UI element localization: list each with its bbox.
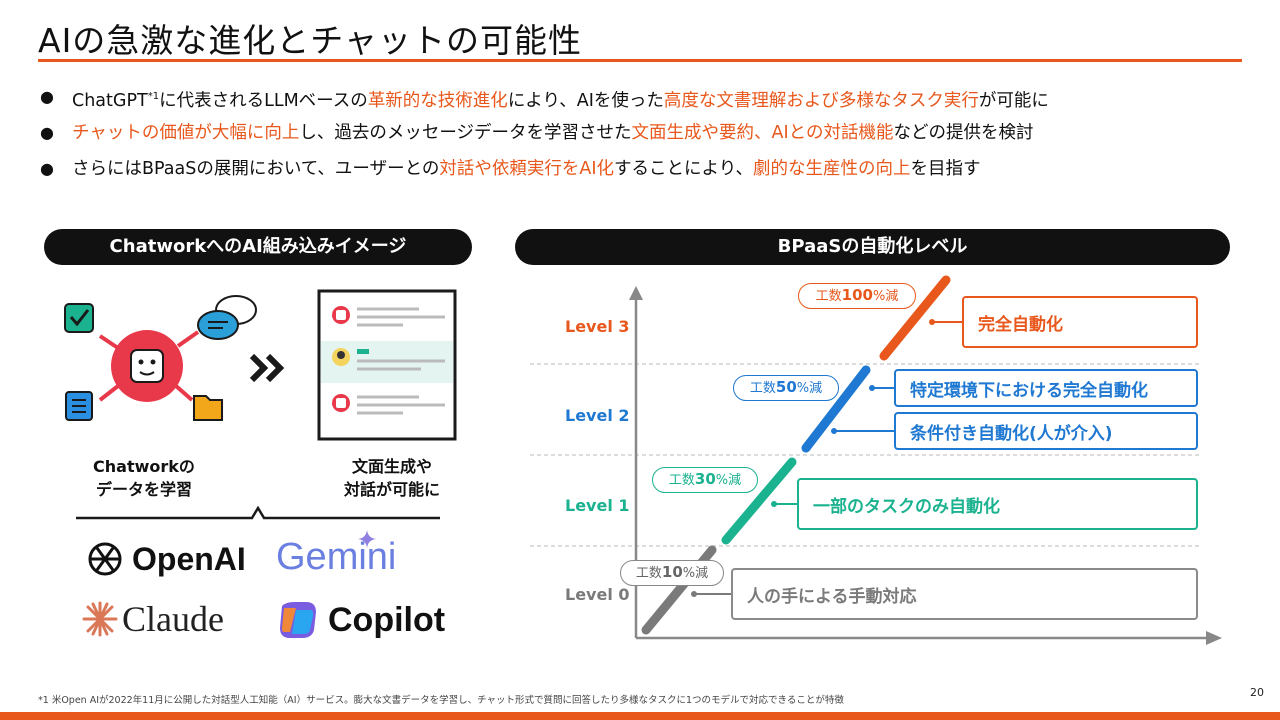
caption-generate: 文面生成や 対話が可能に xyxy=(322,455,462,501)
bullet-segment: を目指す xyxy=(910,159,981,179)
bullet-segment: さらにはBPaaSの展開において、ユーザーとの xyxy=(72,159,440,179)
caption-line: データを学習 xyxy=(95,480,192,499)
ai-integration-header: ChatworkへのAI組み込みイメージ xyxy=(44,229,472,265)
gemini-sparkle-icon xyxy=(358,530,376,548)
badge-suffix: %減 xyxy=(715,473,742,488)
highlight-text: 劇的な生産性の向上 xyxy=(753,159,911,179)
badge-prefix: 工数 xyxy=(815,289,842,304)
level3-full-automation-box: 完全自動化 xyxy=(962,296,1198,348)
chat-bubbles-icon xyxy=(197,295,257,340)
level0-manual-box: 人の手による手動対応 xyxy=(731,568,1198,620)
badge-value: 10 xyxy=(661,563,683,581)
caption-line: 対話が可能に xyxy=(343,480,440,499)
badge-value: 30 xyxy=(694,470,716,488)
badge-prefix: 工数 xyxy=(749,381,776,396)
highlight-text: 文面生成や要約、AIとの対話機能 xyxy=(631,123,894,143)
claude-starburst-icon xyxy=(82,601,118,637)
bullet-dot: ● xyxy=(40,123,54,142)
badge-suffix: %減 xyxy=(796,381,823,396)
caption-line: 文面生成や xyxy=(351,457,432,476)
message-row xyxy=(332,306,445,327)
footer-accent-bar xyxy=(0,712,1280,720)
chat-window-mockup xyxy=(317,289,457,441)
level-0-label: Level 0 xyxy=(565,585,630,604)
box-connectors xyxy=(691,319,963,597)
x-axis xyxy=(636,631,1222,645)
chatwork-hub-illustration xyxy=(64,295,257,421)
openai-wordmark: OpenAI xyxy=(132,540,246,577)
bullet-segment: などの提供を検討 xyxy=(893,123,1034,143)
level-2-label: Level 2 xyxy=(565,406,630,425)
level1-partial-automation-box: 一部のタスクのみ自動化 xyxy=(797,478,1198,530)
bullet-segment: により、AIを使った xyxy=(507,90,664,111)
level2-env-automation-box: 特定環境下における完全自動化 xyxy=(894,369,1198,407)
badge-suffix: %減 xyxy=(872,289,899,304)
caption-line: Chatworkの xyxy=(93,457,195,476)
chatwork-logo-icon xyxy=(111,330,183,402)
highlight-text: 対話や依頼実行をAI化 xyxy=(439,159,615,179)
document-icon xyxy=(65,391,93,421)
bullet-text: さらにはBPaaSの展開において、ユーザーとの対話や依頼実行をAI化することによ… xyxy=(72,156,981,182)
badge-prefix: 工数 xyxy=(635,566,662,581)
highlight-text: チャットの価値が大幅に向上 xyxy=(72,123,300,143)
bullet-item: ● ChatGPT*1に代表されるLLMベースの革新的な技術進化により、AIを使っ… xyxy=(40,84,1260,120)
bullet-text: チャットの価値が大幅に向上し、過去のメッセージデータを学習させた文面生成や要約、… xyxy=(72,120,1033,146)
checkbox-icon xyxy=(64,303,94,333)
bullet-segment: *1 xyxy=(147,91,160,102)
bullet-dot: ● xyxy=(40,159,54,178)
page-title: AIの急激な進化とチャットの可能性 xyxy=(38,21,582,60)
bullet-text: ChatGPT*1に代表されるLLMベースの革新的な技術進化により、AIを使った… xyxy=(72,84,1049,114)
message-row xyxy=(332,394,445,415)
caption-learn-data: Chatworkの データを学習 xyxy=(74,455,214,501)
claude-logo: Claude xyxy=(82,598,224,640)
badge-value: 50 xyxy=(775,378,797,396)
level1-reduction-badge: 工数30%減 xyxy=(652,467,758,493)
bullet-dot: ● xyxy=(40,87,54,106)
copilot-wordmark: Copilot xyxy=(328,600,446,639)
gemini-wordmark: Gemini xyxy=(276,536,397,578)
footnote: *1 米Open AIが2022年11月に公開した対話型人工知能（AI）サービス… xyxy=(38,695,844,706)
bullet-segment: が可能に xyxy=(978,90,1049,111)
bullet-segment: し、過去のメッセージデータを学習させた xyxy=(299,123,632,143)
badge-suffix: %減 xyxy=(682,566,709,581)
openai-icon xyxy=(88,542,122,576)
bullet-list: ● ChatGPT*1に代表されるLLMベースの革新的な技術進化により、AIを使っ… xyxy=(40,84,1260,192)
automation-level-header: BPaaSの自動化レベル xyxy=(515,229,1230,265)
badge-value: 100 xyxy=(841,286,873,304)
level-1-label: Level 1 xyxy=(565,496,630,515)
badge-prefix: 工数 xyxy=(668,473,695,488)
bullet-segment: に代表されるLLMベースの xyxy=(159,90,368,111)
copilot-logo: Copilot xyxy=(276,600,445,640)
openai-logo: OpenAI xyxy=(84,538,246,580)
title-divider xyxy=(38,59,1242,62)
gemini-logo: Gemini xyxy=(276,530,397,579)
double-chevron-right-icon xyxy=(249,353,285,383)
ai-message-row xyxy=(332,348,445,371)
bullet-segment: することにより、 xyxy=(614,159,753,179)
logos-divider xyxy=(76,505,440,520)
level-3-label: Level 3 xyxy=(565,317,630,336)
copilot-icon xyxy=(280,602,316,638)
inbound-arrows xyxy=(98,330,200,402)
bullet-segment: ChatGPT xyxy=(72,90,148,111)
bullet-item: ● チャットの価値が大幅に向上し、過去のメッセージデータを学習させた文面生成や要約… xyxy=(40,120,1260,156)
highlight-text: 革新的な技術進化 xyxy=(367,90,508,111)
highlight-text: 高度な文書理解および多様なタスク実行 xyxy=(663,90,979,111)
page-number: 20 xyxy=(1250,686,1264,699)
level0-reduction-badge: 工数10%減 xyxy=(620,560,724,586)
folder-icon xyxy=(193,395,223,421)
bullet-item: ● さらにはBPaaSの展開において、ユーザーとの対話や依頼実行をAI化することに… xyxy=(40,156,1260,192)
level2-reduction-badge: 工数50%減 xyxy=(733,375,839,401)
claude-wordmark: Claude xyxy=(122,599,224,639)
level2-conditional-automation-box: 条件付き自動化(人が介入) xyxy=(894,412,1198,450)
level3-reduction-badge: 工数100%減 xyxy=(798,283,916,309)
